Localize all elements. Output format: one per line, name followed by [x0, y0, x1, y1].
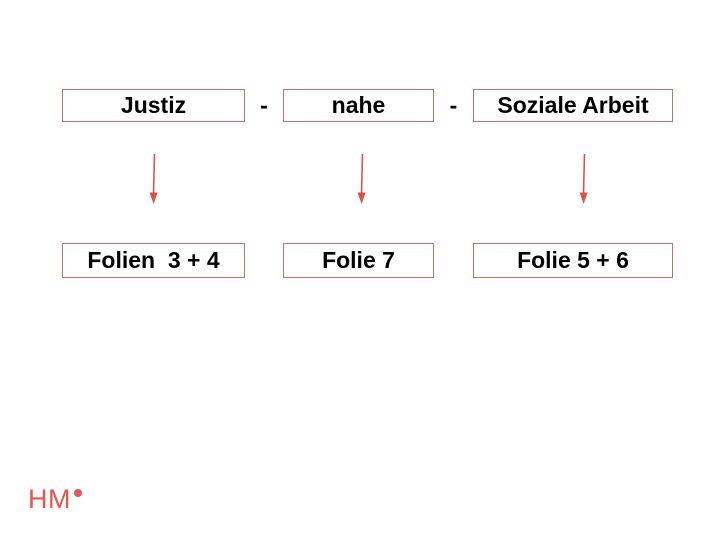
box-justiz-label: Justiz [120, 92, 187, 118]
hm-logo: HM [28, 486, 82, 513]
separator-hyphen-2: - [449, 92, 458, 118]
box-folien-3-4: Folien 3 + 4 [62, 243, 245, 278]
down-arrow-icon [357, 153, 366, 204]
box-soziale-arbeit: Soziale Arbeit [473, 89, 673, 122]
down-arrow-icon [149, 153, 158, 204]
box-folie-7: Folie 7 [283, 243, 434, 278]
separator-hyphen-1: - [260, 92, 268, 118]
down-arrow-icon [579, 153, 588, 204]
box-folie-5-6: Folie 5 + 6 [473, 243, 673, 278]
box-folien-3-4-label: Folien 3 + 4 [87, 247, 220, 273]
box-folie-5-6-label: Folie 5 + 6 [517, 247, 629, 273]
box-nahe-label: nahe [331, 92, 386, 118]
logo-dot-icon [74, 489, 82, 497]
box-soziale-arbeit-label: Soziale Arbeit [497, 92, 649, 118]
box-folie-7-label: Folie 7 [322, 247, 395, 273]
box-justiz: Justiz [62, 89, 245, 122]
box-nahe: nahe [283, 89, 434, 122]
hm-logo-text: HM [28, 484, 71, 514]
